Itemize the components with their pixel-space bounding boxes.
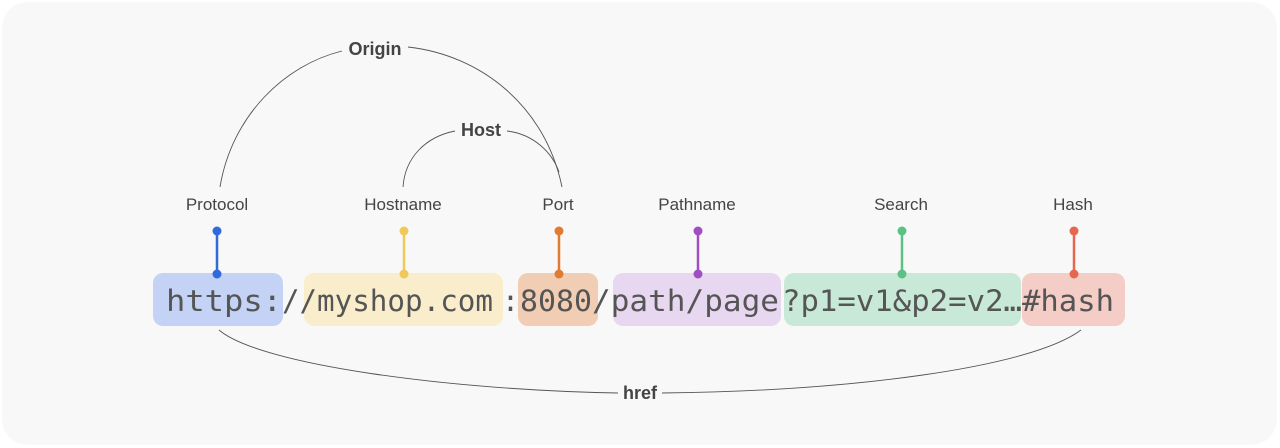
url-colon: : <box>502 284 519 318</box>
group-label-href: href <box>623 383 658 403</box>
url-pathname: /path/page <box>592 284 779 318</box>
url-port: 8080 <box>520 284 592 318</box>
href-connector <box>218 329 1082 394</box>
port-box <box>518 273 598 326</box>
label-protocol: Protocol <box>186 195 248 214</box>
pathname-box <box>613 273 781 326</box>
hash-box <box>1022 273 1125 326</box>
origin-connector <box>219 46 563 188</box>
search-pin <box>897 226 907 279</box>
hostname-pin <box>399 226 409 279</box>
url-search: ?p1=v1&p2=v2… <box>782 284 1022 318</box>
label-pathname: Pathname <box>658 195 736 214</box>
label-port: Port <box>542 195 573 214</box>
url-hostname: myshop.com <box>317 284 493 318</box>
protocol-pin <box>212 226 222 279</box>
url-protocol: https: <box>166 284 282 318</box>
url-slashes: // <box>282 284 317 318</box>
search-box <box>784 273 1021 326</box>
url-hash: #hash <box>1022 284 1114 318</box>
host-connector <box>402 130 560 188</box>
group-label-host: Host <box>461 120 501 140</box>
group-label-origin: Origin <box>349 39 402 59</box>
label-hostname: Hostname <box>364 195 441 214</box>
label-search: Search <box>874 195 928 214</box>
hash-pin <box>1069 226 1079 279</box>
protocol-box <box>153 273 283 326</box>
hostname-box <box>304 273 503 326</box>
port-pin <box>554 226 564 279</box>
pathname-pin <box>693 226 703 279</box>
label-hash: Hash <box>1053 195 1093 214</box>
